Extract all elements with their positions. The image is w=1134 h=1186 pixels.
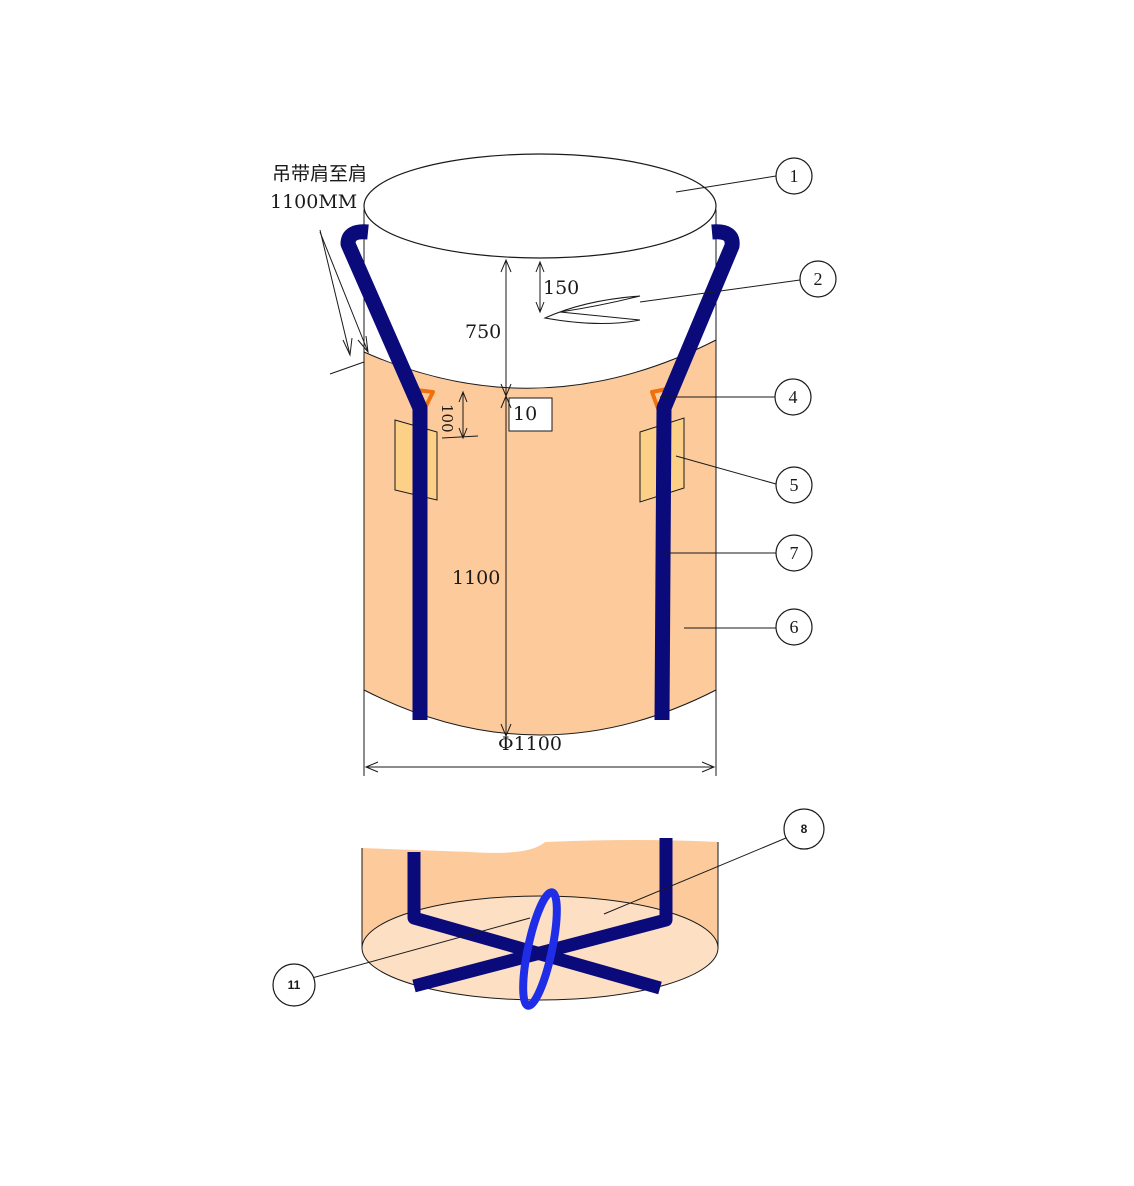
callout-5-label: 5 [790, 475, 799, 495]
strap-arrowhead-a [342, 337, 353, 357]
callout-11: 11 [272, 963, 316, 1007]
top-opening [363, 153, 717, 259]
callout-2-leader [639, 279, 801, 303]
discharge-loop [519, 888, 561, 1010]
dim-1100-arrow-bottom [500, 723, 512, 738]
dim-750-arrow-top [500, 258, 512, 273]
callout-2-label: 2 [814, 269, 823, 289]
dim-1100-label: 1100 [452, 567, 500, 589]
callout-11-label: 11 [288, 978, 301, 992]
callout-8-label: 8 [801, 822, 808, 836]
strap-arrowhead-b [357, 335, 369, 354]
callout-6-label: 6 [790, 617, 799, 637]
dim-diameter-label: Φ1100 [498, 733, 562, 755]
callout-1-leader [675, 175, 777, 193]
dim-100-label: 100 [438, 404, 456, 433]
callout-7-label: 7 [790, 543, 799, 563]
callout-8: 8 [783, 808, 825, 850]
lifting-strap-right [654, 224, 740, 721]
strap-annotation-leader [329, 361, 365, 375]
dim-1100-arrow-top [500, 394, 512, 409]
spout-tie [543, 295, 641, 325]
dim-750-label: 750 [465, 321, 501, 343]
callout-7: 7 [775, 534, 813, 572]
bottom-strap-left [407, 852, 662, 995]
callout-6: 6 [775, 608, 813, 646]
dim-150-label: 150 [543, 277, 579, 299]
bottom-strap-right [412, 838, 673, 993]
callout-1-label: 1 [790, 166, 799, 186]
strap-arrow-line-b [319, 231, 369, 353]
dim-10-label: 10 [513, 403, 537, 425]
callout-1: 1 [775, 157, 813, 195]
dim-dia-arrow-right [701, 761, 716, 773]
callout-5: 5 [775, 466, 813, 504]
callout-4: 4 [774, 378, 812, 416]
lifting-strap-left [340, 224, 428, 720]
dim-150-arrow-top [535, 260, 545, 273]
strap-length-label-mm: 1100MM [270, 191, 357, 213]
dim-100-arrow-top [458, 390, 468, 403]
dim-10-box [508, 397, 553, 432]
dim-150-arrow-bottom [535, 301, 545, 314]
strap-length-label-cn: 吊带肩至肩 [272, 163, 367, 185]
dim-dia-arrow-left [364, 761, 379, 773]
dim-100-arrow-bottom [458, 427, 468, 440]
callout-2: 2 [799, 260, 837, 298]
dim-100-ext [441, 435, 479, 439]
callout-4-label: 4 [789, 387, 798, 407]
strap-arrow-line-a [319, 229, 351, 356]
callout-8-leader [603, 837, 787, 915]
callout-5-leader [675, 455, 777, 485]
callout-11-leader [311, 917, 531, 979]
